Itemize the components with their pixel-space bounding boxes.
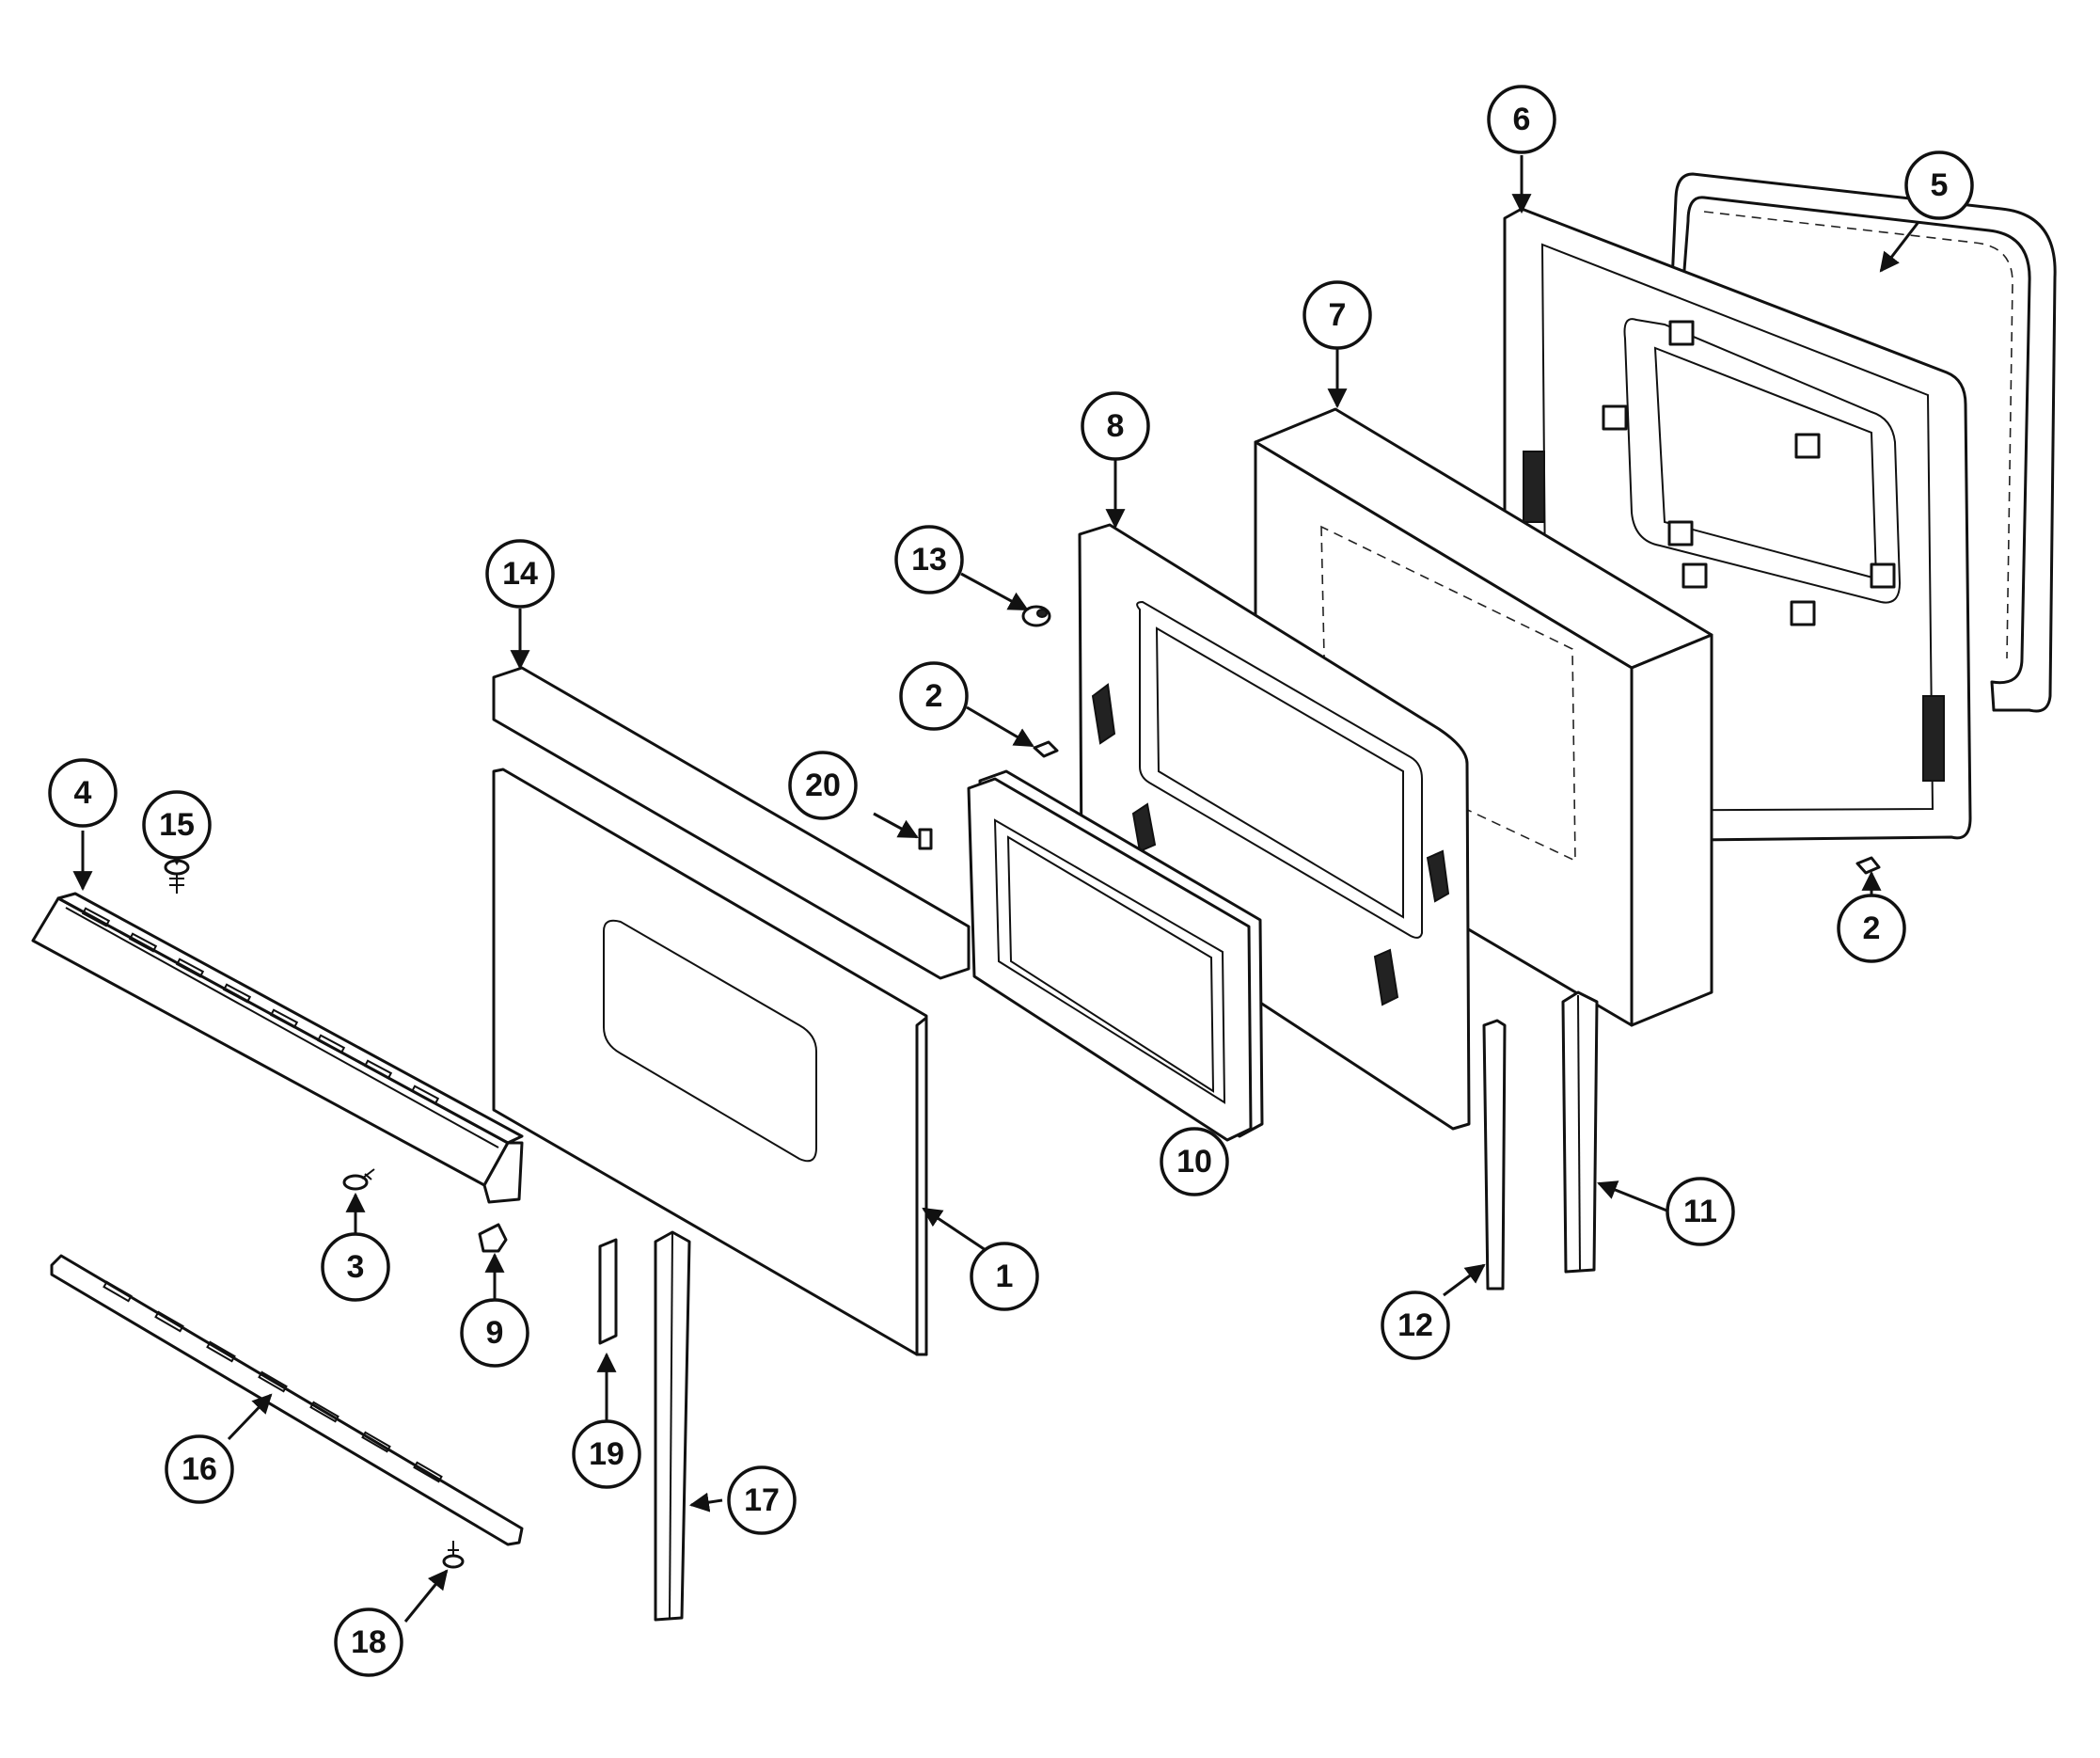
callout-2-left-label: 2 bbox=[925, 678, 943, 714]
callout-15-label: 15 bbox=[159, 807, 195, 843]
callout-7-label: 7 bbox=[1329, 297, 1347, 333]
callout-2-right-label: 2 bbox=[1863, 911, 1881, 946]
clip-part-20 bbox=[918, 828, 933, 850]
vent-slots bbox=[81, 907, 440, 1105]
callout-14: 14 bbox=[485, 539, 555, 609]
callout-4: 4 bbox=[48, 758, 118, 828]
door-gasket-part bbox=[1670, 172, 2057, 713]
callout-2-right: 2 bbox=[1837, 894, 1906, 963]
callout-7: 7 bbox=[1303, 280, 1372, 350]
callout-18: 18 bbox=[334, 1608, 403, 1677]
callout-11-label: 11 bbox=[1683, 1194, 1717, 1229]
callout-6: 6 bbox=[1487, 85, 1556, 154]
callout-15: 15 bbox=[142, 790, 212, 860]
stop-part-2-left bbox=[1033, 740, 1059, 758]
callout-20: 20 bbox=[788, 751, 858, 820]
callout-12: 12 bbox=[1381, 1291, 1450, 1360]
callout-10: 10 bbox=[1160, 1127, 1229, 1196]
callout-13-label: 13 bbox=[911, 542, 947, 578]
callout-1-label: 1 bbox=[996, 1259, 1014, 1294]
callout-17-label: 17 bbox=[744, 1482, 780, 1518]
side-trim-part bbox=[654, 1230, 691, 1622]
callout-11: 11 bbox=[1666, 1177, 1735, 1246]
callout-3: 3 bbox=[321, 1232, 390, 1302]
bottom-strip-slots bbox=[103, 1280, 443, 1483]
callout-5-label: 5 bbox=[1931, 167, 1949, 203]
side-strip-part bbox=[1482, 1019, 1507, 1291]
callout-1: 1 bbox=[970, 1242, 1039, 1311]
callout-18-label: 18 bbox=[351, 1624, 387, 1660]
callout-16-label: 16 bbox=[182, 1451, 217, 1487]
panel-clips bbox=[1523, 320, 1945, 782]
stop-part-2-right bbox=[1855, 856, 1881, 875]
bumper-part-13 bbox=[1021, 605, 1051, 627]
callout-3-label: 3 bbox=[347, 1249, 365, 1285]
callout-8: 8 bbox=[1081, 391, 1150, 461]
callout-5: 5 bbox=[1904, 150, 1974, 220]
glass-pack-part bbox=[967, 769, 1264, 1142]
callout-9: 9 bbox=[460, 1298, 529, 1368]
outer-door-panel-part bbox=[492, 768, 928, 1356]
callout-2-left: 2 bbox=[899, 661, 969, 731]
screw-part-18 bbox=[442, 1541, 465, 1569]
inner-glass-frame-part bbox=[1078, 523, 1471, 1131]
callout-10-label: 10 bbox=[1176, 1144, 1212, 1180]
callout-17: 17 bbox=[727, 1465, 797, 1535]
screw-part-15 bbox=[164, 859, 190, 894]
callout-19-label: 19 bbox=[589, 1436, 624, 1472]
side-channel-part bbox=[1561, 990, 1599, 1274]
callout-8-label: 8 bbox=[1107, 408, 1125, 444]
side-pad-part bbox=[598, 1238, 618, 1345]
leader-lines bbox=[72, 155, 1920, 1623]
callout-9-label: 9 bbox=[486, 1315, 504, 1351]
callout-13: 13 bbox=[894, 525, 964, 594]
vent-channel-part bbox=[31, 892, 524, 1204]
bottom-strip-part bbox=[50, 1254, 524, 1546]
callout-14-label: 14 bbox=[502, 556, 538, 592]
callout-6-label: 6 bbox=[1513, 102, 1531, 137]
callout-4-label: 4 bbox=[74, 775, 92, 811]
callout-20-label: 20 bbox=[805, 768, 841, 803]
callout-12-label: 12 bbox=[1397, 1307, 1433, 1343]
callout-16: 16 bbox=[165, 1434, 234, 1504]
screw-part-3 bbox=[342, 1168, 375, 1191]
callout-19: 19 bbox=[572, 1419, 641, 1489]
clip-part-9 bbox=[478, 1223, 508, 1253]
